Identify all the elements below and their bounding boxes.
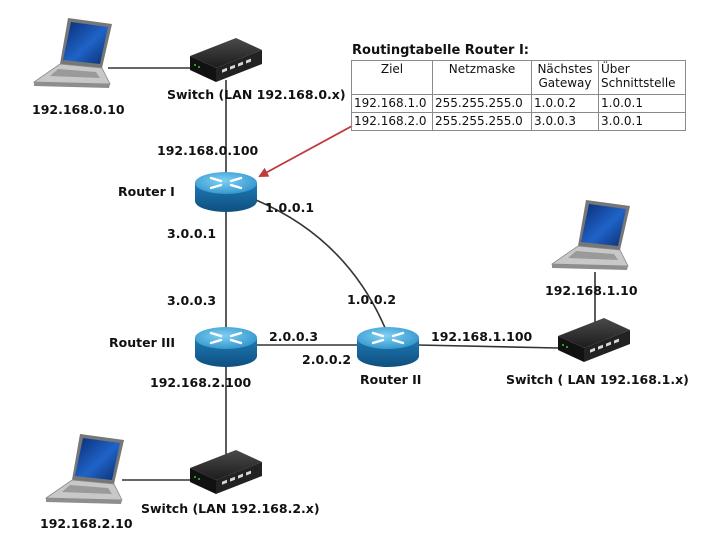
- router2-if-r1-label: 1.0.0.2: [347, 292, 397, 307]
- router3-label: Router III: [109, 335, 176, 350]
- cell-ziel: 192.168.1.0: [351, 94, 433, 113]
- router-icon: [357, 327, 419, 367]
- cell-gateway: 3.0.0.3: [531, 112, 599, 131]
- routing-table: Ziel Netzmaske Nächstes Gateway Über Sch…: [351, 60, 686, 131]
- cell-netzmaske: 255.255.255.0: [432, 112, 532, 131]
- router1-label: Router I: [118, 184, 175, 199]
- header-line: Netzmaske: [448, 62, 516, 76]
- laptop-icon: [550, 200, 630, 270]
- header-line: Ziel: [380, 62, 404, 76]
- laptop-icon: [44, 434, 124, 504]
- cell-netzmaske: 255.255.255.0: [432, 94, 532, 113]
- cell-schnittstelle: 1.0.0.1: [598, 94, 686, 113]
- switch3-label: Switch (LAN 192.168.2.x): [141, 501, 320, 516]
- router-icon: [195, 327, 257, 367]
- router3-lan-ip-label: 192.168.2.100: [150, 375, 252, 390]
- switch-icon: [190, 38, 262, 82]
- routing-table-title: Routingtabelle Router I:: [352, 43, 529, 58]
- router2-label: Router II: [360, 372, 422, 387]
- switch2-label: Switch ( LAN 192.168.1.x): [506, 372, 689, 387]
- cell-schnittstelle: 3.0.0.1: [598, 112, 686, 131]
- header-netzmaske: Netzmaske: [432, 60, 532, 95]
- header-ziel: Ziel: [351, 60, 433, 95]
- header-line: Gateway: [538, 76, 592, 90]
- router1-if-r2-label: 1.0.0.1: [265, 200, 315, 215]
- cell-ziel: 192.168.2.0: [351, 112, 433, 131]
- router3-if-r1-label: 3.0.0.3: [167, 293, 217, 308]
- laptop3-ip-label: 192.168.2.10: [40, 516, 133, 531]
- router2-if-r3-label: 2.0.0.2: [302, 352, 352, 367]
- cell-gateway: 1.0.0.2: [531, 94, 599, 113]
- switch-icon: [558, 318, 630, 362]
- link-router1-router2: [255, 199, 389, 336]
- routing-table-arrow: [258, 125, 353, 177]
- table-row: 192.168.2.0 255.255.255.0 3.0.0.3 3.0.0.…: [351, 112, 686, 131]
- router2-lan-ip-label: 192.168.1.100: [431, 329, 533, 344]
- header-line: Nächstes: [537, 62, 593, 76]
- table-row: 192.168.1.0 255.255.255.0 1.0.0.2 1.0.0.…: [351, 94, 686, 113]
- router-icon: [195, 172, 257, 212]
- router3-if-r2-label: 2.0.0.3: [269, 329, 319, 344]
- header-line: Über: [601, 62, 630, 76]
- routing-table-header-row: Ziel Netzmaske Nächstes Gateway Über Sch…: [351, 60, 686, 95]
- header-gateway: Nächstes Gateway: [531, 60, 599, 95]
- link-router2-switch2: [417, 344, 559, 349]
- switch1-label: Switch (LAN 192.168.0.x): [167, 87, 346, 102]
- switch-icon: [190, 450, 262, 494]
- links: [108, 67, 596, 481]
- header-line: Schnittstelle: [601, 76, 676, 90]
- laptop2-ip-label: 192.168.1.10: [545, 283, 638, 298]
- header-schnittstelle: Über Schnittstelle: [598, 60, 686, 95]
- laptop1-ip-label: 192.168.0.10: [32, 102, 125, 117]
- router1-lan-ip-label: 192.168.0.100: [157, 143, 259, 158]
- laptop-icon: [32, 18, 112, 88]
- router1-if-r3-label: 3.0.0.1: [167, 226, 217, 241]
